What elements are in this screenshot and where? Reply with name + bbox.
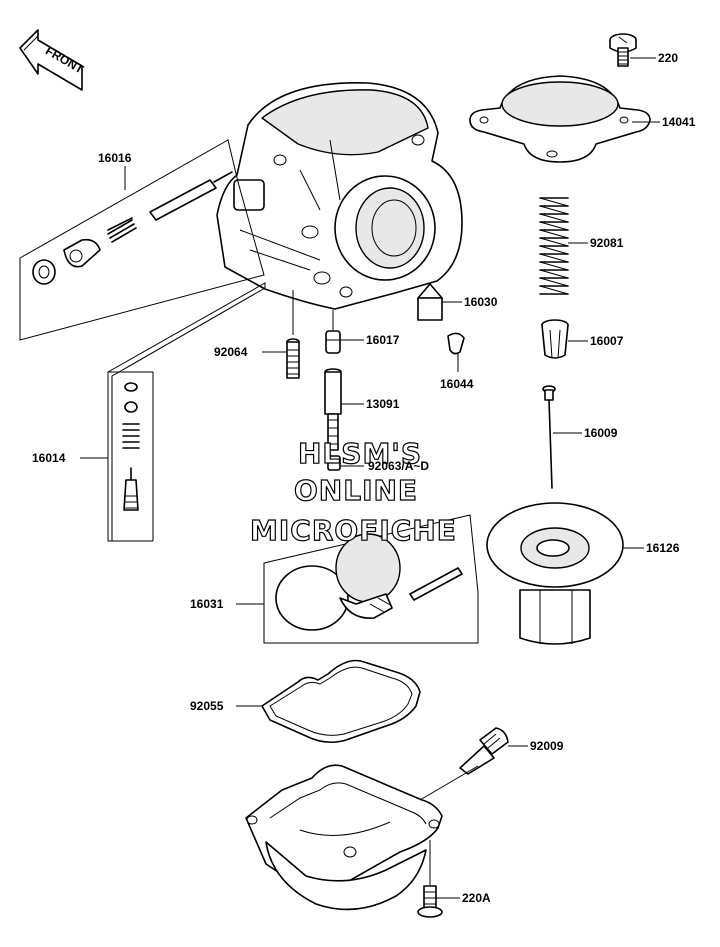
part-label-220A: 220A (462, 891, 491, 905)
part-label-16031: 16031 (190, 597, 224, 611)
watermark: HLSM'S ONLINE MICROFICHE (249, 436, 457, 547)
part-label-92063: 92063/A~D (368, 459, 429, 473)
part-label-92064: 92064 (214, 345, 248, 359)
part-label-16009: 16009 (584, 426, 618, 440)
main-jet-92063[interactable] (327, 455, 341, 471)
part-label-92009: 92009 (530, 739, 564, 753)
float-valve-16030[interactable] (417, 283, 443, 321)
drain-screw-92009[interactable] (459, 727, 509, 775)
watermark-line3: MICROFICHE (250, 514, 457, 547)
part-label-220: 220 (658, 51, 678, 65)
clip-16044[interactable] (447, 332, 465, 355)
top-cover-14041[interactable] (469, 75, 651, 163)
part-label-16014: 16014 (32, 451, 66, 465)
spring-92081[interactable] (539, 197, 569, 295)
part-label-92055: 92055 (190, 699, 224, 713)
part-label-16044: 16044 (440, 377, 474, 391)
pilot-screw-assembly-16016[interactable] (19, 139, 265, 341)
part-label-13091: 13091 (366, 397, 400, 411)
screw-92064[interactable] (286, 290, 300, 379)
screw-220A[interactable] (417, 840, 443, 918)
part-label-16030: 16030 (464, 295, 498, 309)
needle-holder-16007[interactable] (541, 319, 569, 359)
jet-16017[interactable] (325, 310, 341, 354)
part-label-16017: 16017 (366, 333, 400, 347)
part-label-16007: 16007 (590, 334, 624, 348)
part-label-92081: 92081 (590, 236, 624, 250)
screw-220[interactable] (609, 33, 637, 67)
gasket-92055[interactable] (261, 659, 421, 744)
watermark-line2: ONLINE (294, 474, 418, 507)
carburetor-body (216, 82, 463, 310)
part-label-16016: 16016 (98, 151, 132, 165)
vacuum-piston-16126[interactable] (486, 502, 624, 645)
watermark-line1: HLSM'S (298, 437, 422, 470)
needle-jet-13091[interactable] (324, 368, 342, 451)
front-direction-arrow: FRONT (19, 29, 87, 91)
air-screw-assembly-16014[interactable] (107, 282, 266, 542)
float-bowl (245, 764, 443, 911)
part-label-16126: 16126 (646, 541, 680, 555)
float-assembly-16031[interactable] (263, 514, 479, 644)
jet-needle-16009[interactable] (542, 385, 556, 489)
part-label-14041: 14041 (662, 115, 696, 129)
